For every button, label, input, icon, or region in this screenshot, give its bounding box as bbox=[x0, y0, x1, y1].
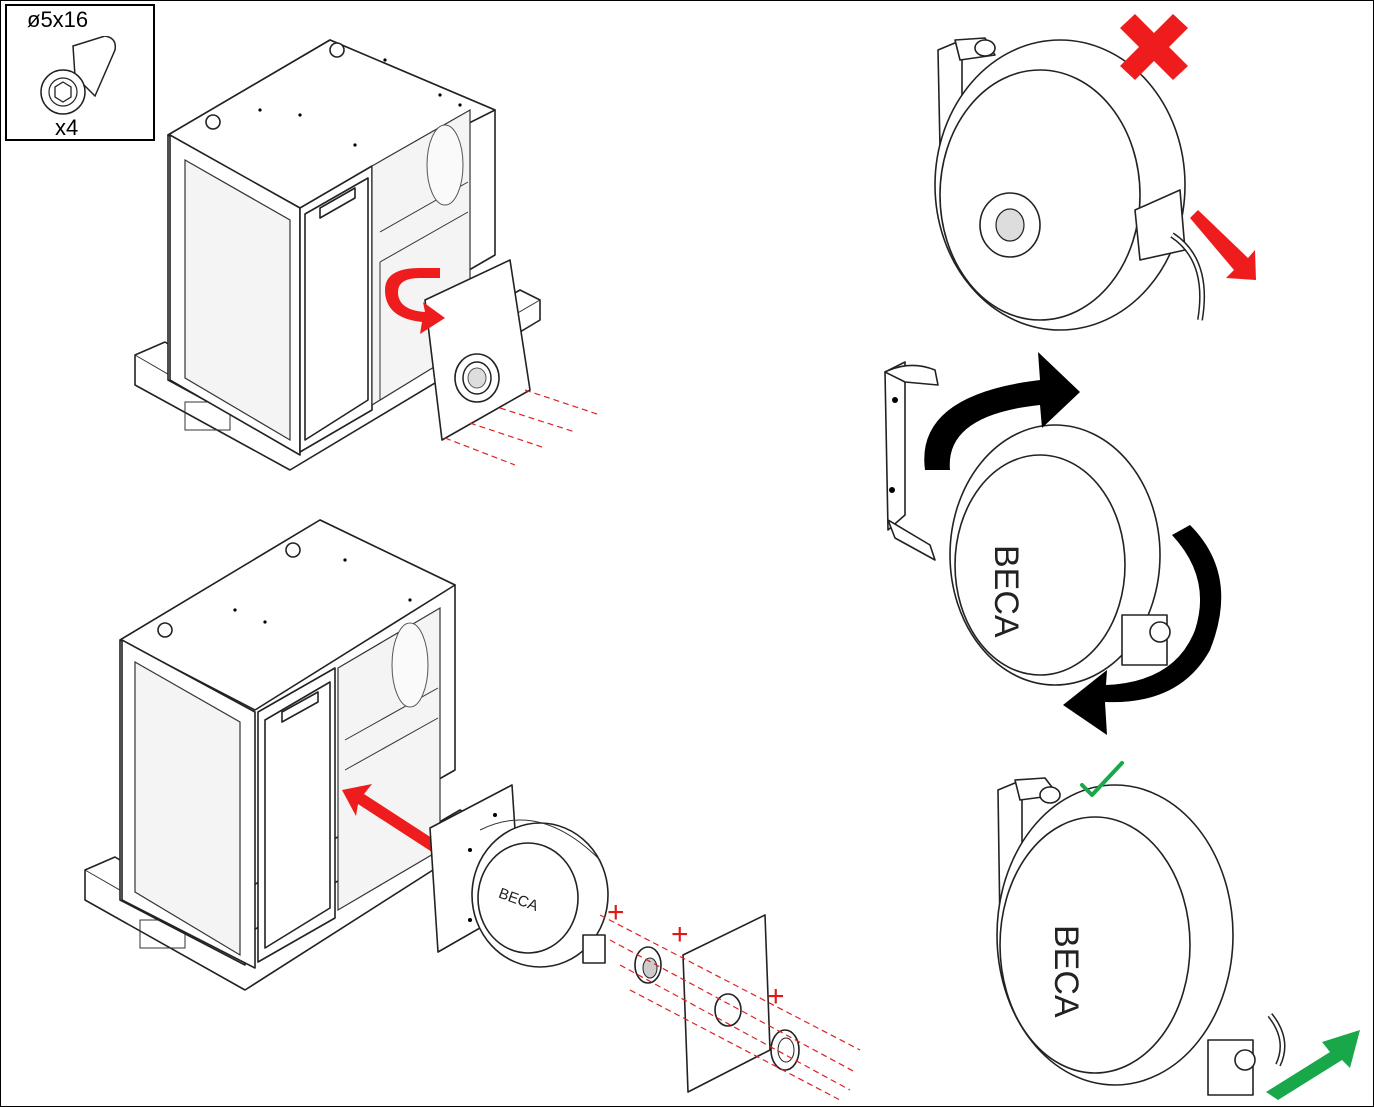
hardware-callout: ø5x16 x4 bbox=[5, 4, 155, 141]
red-cross-icon bbox=[1120, 14, 1188, 80]
red-curved-arrow bbox=[385, 268, 445, 334]
screw-icon bbox=[40, 36, 117, 115]
reel-wrong-orientation bbox=[934, 14, 1256, 331]
svg-text:BECA: BECA bbox=[987, 545, 1025, 638]
reel-correct-orientation: BECA bbox=[996, 761, 1360, 1100]
cabinet-bottom-step: BECA + + + bbox=[84, 519, 861, 1101]
black-rotate-arrow-bottom bbox=[1063, 525, 1222, 735]
green-pull-arrow bbox=[1266, 1030, 1360, 1100]
cabinet-top-step bbox=[134, 39, 601, 471]
black-rotate-arrow-top bbox=[924, 352, 1080, 470]
reel-rotation-step: BECA bbox=[884, 352, 1222, 735]
plus-marker: + bbox=[671, 918, 689, 951]
screw-quantity-label: x4 bbox=[55, 115, 79, 140]
screw-size-label: ø5x16 bbox=[27, 7, 89, 32]
red-insert-arrow bbox=[342, 784, 438, 852]
plus-marker: + bbox=[767, 980, 785, 1013]
red-pull-arrow bbox=[1190, 210, 1256, 280]
svg-text:BECA: BECA bbox=[1047, 925, 1085, 1018]
plus-marker: + bbox=[607, 896, 625, 929]
green-check-icon bbox=[1080, 761, 1124, 797]
